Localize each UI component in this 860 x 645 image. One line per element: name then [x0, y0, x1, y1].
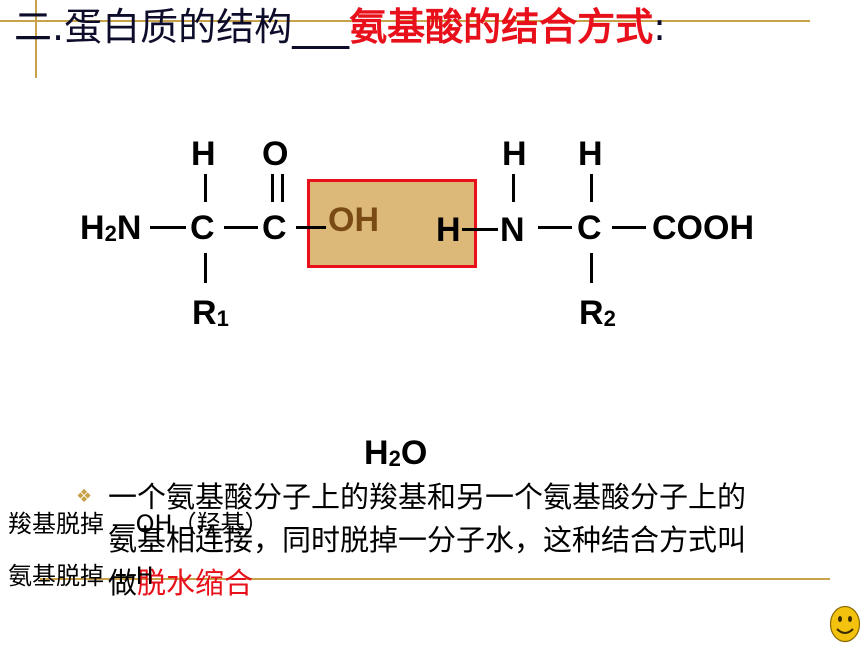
bond-c-cooh: [612, 226, 646, 229]
h2n-n: N: [116, 209, 142, 247]
side-note-amino: 氨基脱掉 —H: [8, 562, 154, 590]
bond-c-r2: [590, 253, 593, 283]
bond-c2-o-a: [271, 174, 274, 202]
bond-c1-c2: [224, 226, 258, 229]
r2-r: R: [579, 294, 604, 332]
bond-c1-h: [204, 174, 207, 202]
title-part-binding: 氨基酸的结合方式: [349, 5, 654, 49]
amino-group: H2N: [80, 211, 141, 245]
bond-c2-oh: [296, 226, 326, 229]
water-molecule: H2O: [364, 436, 427, 470]
title-vertical-decoration: [35, 0, 37, 78]
explanation-main: 一个氨基酸分子上的羧基和另一个氨基酸分子上的氨基相连接，同时脱掉一分子水，这种结…: [108, 480, 747, 600]
left-top-o: O: [262, 135, 289, 173]
carboxyl-group: COOH: [652, 209, 754, 247]
dehydration-term: 脱水缩合: [137, 566, 254, 600]
water-h: H: [364, 434, 389, 472]
r1-sub: 1: [216, 306, 229, 331]
right-c: C: [577, 209, 602, 247]
footer-line-decoration: [40, 578, 830, 580]
water-o: O: [400, 434, 428, 472]
left-c1: C: [190, 209, 215, 247]
bond-n-h: [512, 174, 515, 202]
bullet-marker-icon: ❖: [76, 486, 93, 507]
side-note-carboxyl: 羧基脱掉 —OH（羟基）: [8, 510, 269, 538]
left-top-h: H: [191, 135, 216, 173]
left-c2: C: [262, 209, 287, 247]
hydroxyl-group: OH: [328, 201, 379, 239]
smiley-icon: [829, 605, 860, 643]
bond-n-c1: [150, 226, 186, 229]
hydroxyl-highlight-box: [307, 179, 477, 268]
bond-c2-o-b: [281, 174, 284, 202]
right-top-h-n: H: [502, 135, 527, 173]
water-sub: 2: [388, 446, 401, 471]
explanation-text: 一个氨基酸分子上的羧基和另一个氨基酸分子上的氨基相连接，同时脱掉一分子水，这种结…: [108, 476, 758, 605]
h2n-h: H: [80, 209, 105, 247]
h2n-sub: 2: [104, 221, 117, 246]
right-r2: R2: [579, 296, 616, 330]
bond-h-n: [462, 228, 498, 231]
r1-r: R: [192, 294, 217, 332]
right-n: N: [500, 211, 525, 249]
left-r1: R1: [192, 296, 229, 330]
page-title: 二.蛋白质的结构___氨基酸的结合方式:: [14, 4, 666, 50]
bond-c1-r1: [204, 253, 207, 283]
bond-n-c: [538, 226, 572, 229]
r2-sub: 2: [603, 306, 616, 331]
right-h: H: [436, 211, 461, 249]
title-part-structure: 二.蛋白质的结构: [14, 5, 293, 49]
title-separator: ___: [292, 5, 350, 49]
title-underline-decoration: [0, 20, 810, 22]
right-top-h-c: H: [578, 135, 603, 173]
bond-c-h: [590, 174, 593, 202]
title-colon: :: [653, 5, 666, 49]
